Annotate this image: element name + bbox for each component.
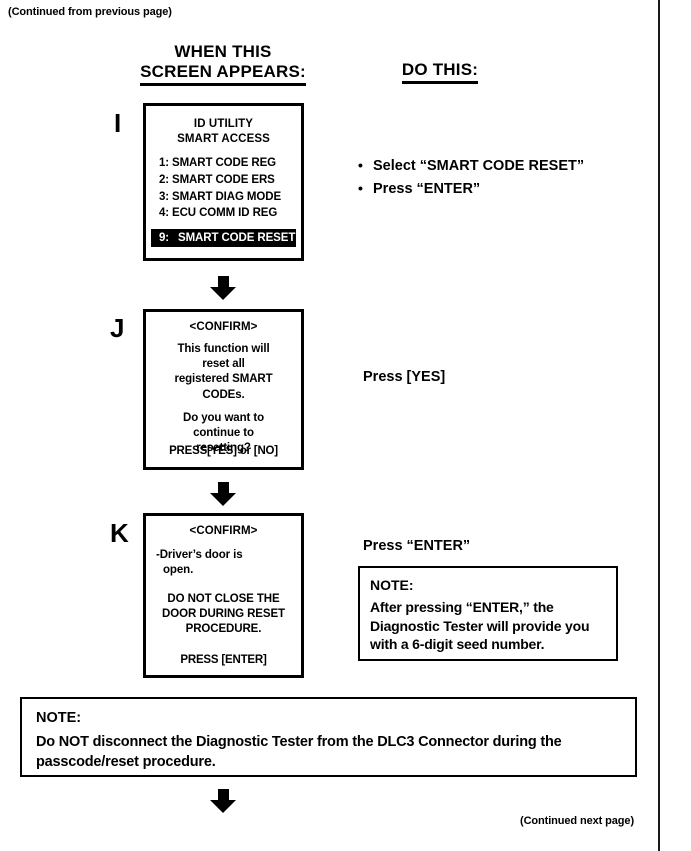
screen-j-message-paragraph-2: Do you want to continue to resetting? <box>146 411 301 457</box>
screen-k-warning-line: PROCEDURE. <box>185 623 262 636</box>
note-disconnect-body: Do NOT disconnect the Diagnostic Tester … <box>36 732 621 773</box>
arrow-head <box>210 287 236 300</box>
note-box-seed-number: NOTE: After pressing “ENTER,” the Diagno… <box>358 566 618 661</box>
column-header-screen-line1: WHEN THIS <box>174 42 272 61</box>
step-letter-i: I <box>114 108 122 138</box>
flow-arrow-down-icon <box>210 482 236 506</box>
menu-item-label: SMART CODE ERS <box>172 174 275 187</box>
screen-j-prompt: PRESS[YES] or [NO] <box>169 445 278 457</box>
menu-item-number: 2: <box>159 174 170 187</box>
screen-j-message-line: CODEs. <box>202 388 245 401</box>
menu-item-label: ECU COMM ID REG <box>172 207 278 220</box>
flow-arrow-down-icon <box>210 276 236 300</box>
screen-k-warning-line: DOOR DURING RESET <box>162 608 285 621</box>
menu-item-number: 4: <box>159 207 170 220</box>
menu-item-label: SMART CODE REG <box>172 157 277 170</box>
screen-k-warning-text: DO NOT CLOSE THE DOOR DURING RESET PROCE… <box>146 592 301 637</box>
menu-item[interactable]: 1:SMART CODE REG <box>159 155 301 172</box>
arrow-head <box>210 800 236 813</box>
page-right-rule <box>658 0 660 851</box>
note-seed-line: After pressing “ENTER,” the <box>370 599 554 615</box>
note-seed-body: After pressing “ENTER,” the Diagnostic T… <box>370 598 606 654</box>
arrow-stem <box>217 789 229 800</box>
screen-i-menu-list: 1:SMART CODE REG 2:SMART CODE ERS 3:SMAR… <box>159 155 301 222</box>
menu-item-selected-smart-code-reset[interactable]: 9: SMART CODE RESET <box>151 229 296 247</box>
screen-j-message-line: registered SMART <box>174 373 273 386</box>
instruction-step-j: Press [YES] <box>363 369 446 385</box>
note-seed-line: Diagnostic Tester will provide you <box>370 617 590 634</box>
note-box-do-not-disconnect: NOTE: Do NOT disconnect the Diagnostic T… <box>20 697 637 777</box>
menu-item-number: 1: <box>159 157 170 170</box>
instruction-step-k: Press “ENTER” <box>363 538 471 554</box>
screen-j-question-line: continue to <box>193 426 254 439</box>
screen-i-title-line2: SMART ACCESS <box>177 132 270 145</box>
tester-screen-j: <CONFIRM> This function will reset all r… <box>143 309 304 470</box>
menu-item[interactable]: 2:SMART CODE ERS <box>159 172 301 189</box>
screen-j-message-line: This function will <box>177 343 270 355</box>
menu-item[interactable]: 3:SMART DIAG MODE <box>159 189 301 206</box>
screen-k-status-line2: open. <box>163 564 194 577</box>
menu-item[interactable]: 4:ECU COMM ID REG <box>159 205 301 222</box>
note-disconnect-line: Do NOT disconnect the Diagnostic Tester … <box>36 734 562 750</box>
screen-j-question-line: resetting? <box>196 442 251 455</box>
arrow-stem <box>217 276 229 287</box>
continued-from-previous-page-label: (Continued from previous page) <box>8 6 172 18</box>
menu-item-number: 3: <box>159 190 170 203</box>
screen-i-title-line1: ID UTILITY <box>193 118 254 130</box>
instructions-step-i: Select “SMART CODE RESET” Press “ENTER” <box>358 154 648 202</box>
note-disconnect-line: passcode/reset procedure. <box>36 754 216 771</box>
note-disconnect-title: NOTE: <box>36 710 82 726</box>
menu-item-label: SMART DIAG MODE <box>172 190 282 203</box>
screen-j-message-line: reset all <box>202 358 245 371</box>
instruction-bullet: Select “SMART CODE RESET” <box>358 154 648 178</box>
instruction-bullet: Press “ENTER” <box>358 177 648 201</box>
screen-j-question-line: Do you want to <box>182 411 264 424</box>
continued-next-page-label: (Continued next page) <box>520 815 635 827</box>
column-header-screen-line2: SCREEN APPEARS: <box>140 62 306 87</box>
tester-screen-i: ID UTILITY SMART ACCESS 1:SMART CODE REG… <box>143 103 304 261</box>
arrow-stem <box>217 482 229 493</box>
flow-arrow-down-icon <box>210 789 236 813</box>
column-header-action-label: DO THIS: <box>401 60 479 85</box>
column-header-action: DO THIS: <box>375 60 505 85</box>
tester-screen-k: <CONFIRM> -Driver’s door is open. DO NOT… <box>143 513 304 678</box>
screen-i-title: ID UTILITY SMART ACCESS <box>146 117 301 146</box>
screen-k-warning-line: DO NOT CLOSE THE <box>167 593 280 606</box>
screen-j-message-paragraph-1: This function will reset all registered … <box>146 342 301 403</box>
screen-j-confirm-header: <CONFIRM> <box>189 321 258 333</box>
menu-item-selected-number: 9: <box>159 232 170 244</box>
screen-k-status-item: -Driver’s door is open. <box>156 548 301 578</box>
note-seed-title: NOTE: <box>370 577 414 593</box>
step-letter-j: J <box>110 313 125 343</box>
screen-k-prompt: PRESS [ENTER] <box>180 654 267 666</box>
arrow-head <box>210 493 236 506</box>
menu-item-selected-label: SMART CODE RESET <box>178 232 296 244</box>
step-letter-k: K <box>110 518 129 548</box>
column-header-screen: WHEN THIS SCREEN APPEARS: <box>123 42 323 87</box>
screen-k-confirm-header: <CONFIRM> <box>189 525 258 537</box>
screen-k-status-line1: -Driver’s door is <box>156 549 243 561</box>
note-seed-line: with a 6-digit seed number. <box>370 636 545 653</box>
